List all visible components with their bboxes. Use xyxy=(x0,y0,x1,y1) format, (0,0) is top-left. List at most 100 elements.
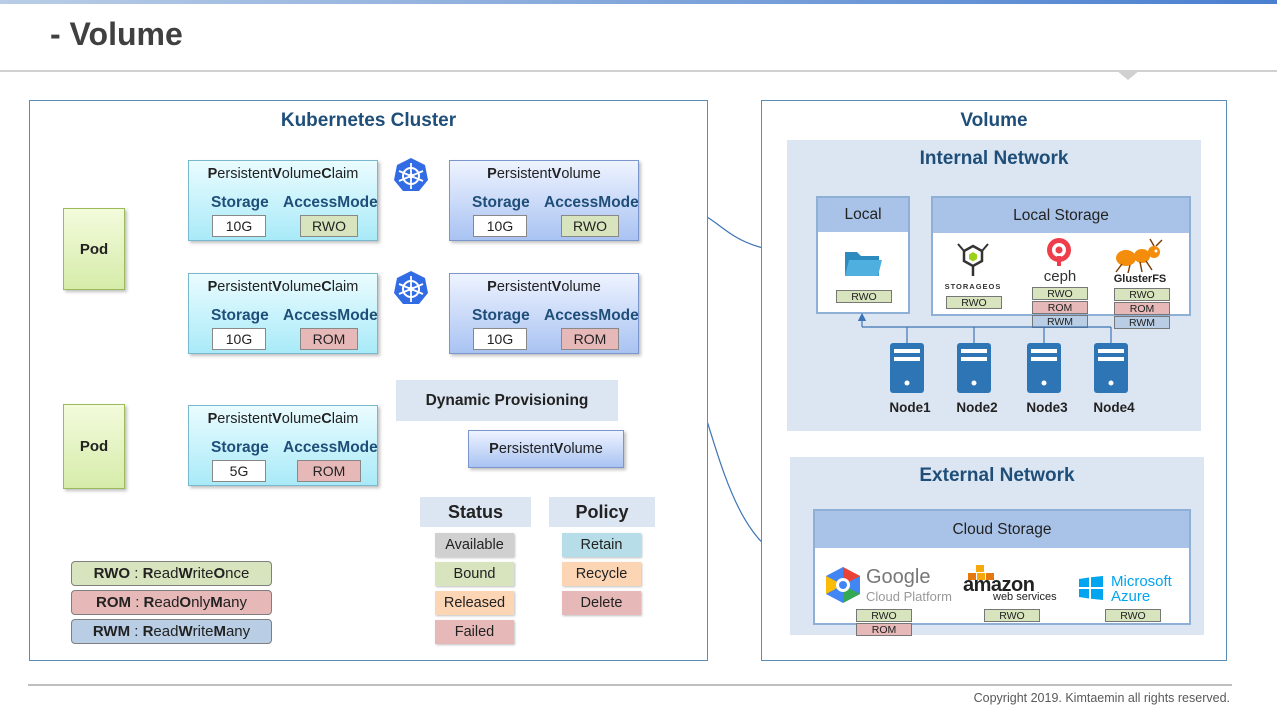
pv-2[interactable]: PersistentVolume Storage AccessMode 10G … xyxy=(449,273,639,354)
azure-logo xyxy=(1079,576,1103,600)
pvc-name: PersistentVolumeClaim xyxy=(207,279,359,295)
access-mode-value: ROM xyxy=(297,460,361,482)
pvc-name: PersistentVolumeClaim xyxy=(207,411,359,427)
server-icon xyxy=(1027,343,1061,393)
page-title: - Volume xyxy=(50,16,183,52)
aws-mode-rwo: RWO xyxy=(984,609,1040,622)
ceph-mode-rom: ROM xyxy=(1032,301,1088,314)
storage-value: 10G xyxy=(473,215,527,237)
node-2-label: Node2 xyxy=(956,400,998,415)
dynamic-provisioning-label: Dynamic Provisioning xyxy=(396,380,618,421)
pvc-name: PersistentVolumeClaim xyxy=(207,166,359,182)
policy-retain: Retain xyxy=(562,533,641,557)
pvc-3[interactable]: PersistentVolumeClaim Storage AccessMode… xyxy=(188,405,378,486)
access-mode-value: RWO xyxy=(300,215,358,237)
access-mode-label: AccessMode xyxy=(544,307,639,324)
title-divider xyxy=(0,70,1277,72)
server-icon xyxy=(957,343,991,393)
cloud-storage-panel[interactable]: Cloud Storage xyxy=(813,509,1191,625)
volume-title: Volume xyxy=(960,110,1028,131)
server-icon xyxy=(890,343,924,393)
access-mode-label: AccessMode xyxy=(283,194,378,211)
storage-label: Storage xyxy=(211,439,269,456)
storage-value: 10G xyxy=(473,328,527,350)
ceph-logo xyxy=(1047,238,1071,266)
copyright-text: Copyright 2019. Kimtaemin all rights res… xyxy=(973,691,1230,705)
local-storage-title: Local Storage xyxy=(933,198,1189,233)
glusterfs-mode-rwo: RWO xyxy=(1114,288,1170,301)
glusterfs-logo-text: GlusterFS xyxy=(1113,273,1167,285)
dynamic-pv[interactable]: PersistentVolume xyxy=(468,430,624,468)
status-bound: Bound xyxy=(435,562,514,586)
google-logo-line1: Google xyxy=(866,566,931,588)
node-4-label: Node4 xyxy=(1093,400,1135,415)
access-mode-label: AccessMode xyxy=(283,307,378,324)
ceph-mode-rwo: RWO xyxy=(1032,287,1088,300)
storageos-logo-text: STORAGEOS xyxy=(944,282,1002,291)
storage-label: Storage xyxy=(472,307,530,324)
pv-name: PersistentVolume xyxy=(487,279,601,295)
pvc-1[interactable]: PersistentVolumeClaim Storage AccessMode… xyxy=(188,160,378,241)
glusterfs-mode-rom: ROM xyxy=(1114,302,1170,315)
kubernetes-cluster-title: Kubernetes Cluster xyxy=(280,110,457,131)
node-1-label: Node1 xyxy=(889,400,931,415)
storageos-mode-rwo: RWO xyxy=(946,296,1002,309)
storage-value: 5G xyxy=(212,460,266,482)
policy-delete: Delete xyxy=(562,591,641,615)
pod-2[interactable]: Pod xyxy=(63,404,125,489)
access-mode-value: ROM xyxy=(300,328,358,350)
status-heading: Status xyxy=(420,497,531,527)
pv-name: PersistentVolume xyxy=(487,166,601,182)
access-mode-value: RWO xyxy=(561,215,619,237)
pv-name: PersistentVolume xyxy=(489,441,603,457)
top-accent-bar xyxy=(0,0,1277,4)
folder-icon xyxy=(845,252,882,276)
status-available: Available xyxy=(435,533,514,557)
storage-label: Storage xyxy=(211,307,269,324)
pod-label: Pod xyxy=(79,240,109,258)
pod-label: Pod xyxy=(79,438,109,455)
access-mode-label: AccessMode xyxy=(544,194,639,211)
policy-heading: Policy xyxy=(549,497,655,527)
status-released: Released xyxy=(435,591,514,615)
google-logo-line2: Cloud Platform xyxy=(866,589,952,604)
ceph-logo-text: ceph xyxy=(1043,268,1077,285)
google-mode-rom: ROM xyxy=(856,623,912,636)
cloud-storage-title: Cloud Storage xyxy=(815,511,1189,548)
local-storage-panel[interactable]: Local RWO xyxy=(816,196,910,314)
local-mode-rwo: RWO xyxy=(836,290,892,303)
pvc-2[interactable]: PersistentVolumeClaim Storage AccessMode… xyxy=(188,273,378,354)
local-title: Local xyxy=(818,198,908,232)
internal-network-title: Internal Network xyxy=(919,148,1069,169)
azure-logo-line1: Microsoft xyxy=(1111,573,1172,590)
policy-recycle: Recycle xyxy=(562,562,641,586)
footer-divider xyxy=(28,684,1232,686)
aws-logo-line2: web services xyxy=(993,591,1057,603)
status-failed: Failed xyxy=(435,620,514,644)
storage-label: Storage xyxy=(211,194,269,211)
azure-logo-line2: Azure xyxy=(1111,588,1151,605)
access-mode-value: ROM xyxy=(561,328,619,350)
external-network-title: External Network xyxy=(919,465,1075,486)
title-divider-notch xyxy=(1116,70,1140,80)
kubernetes-icon xyxy=(394,158,428,191)
google-cloud-logo xyxy=(826,567,860,603)
kubernetes-icon xyxy=(394,271,428,304)
google-mode-rwo: RWO xyxy=(856,609,912,622)
pv-1[interactable]: PersistentVolume Storage AccessMode 10G … xyxy=(449,160,639,241)
storage-value: 10G xyxy=(212,215,266,237)
storageos-logo xyxy=(957,243,989,276)
aws-logo-line1: amazon xyxy=(963,574,1035,596)
node-3-label: Node3 xyxy=(1026,400,1068,415)
pod-1[interactable]: Pod xyxy=(63,208,125,290)
access-mode-label: AccessMode xyxy=(283,439,378,456)
glusterfs-logo xyxy=(1115,238,1163,274)
aws-logo xyxy=(968,565,994,580)
server-icon xyxy=(1094,343,1128,393)
storage-label: Storage xyxy=(472,194,530,211)
storage-value: 10G xyxy=(212,328,266,350)
